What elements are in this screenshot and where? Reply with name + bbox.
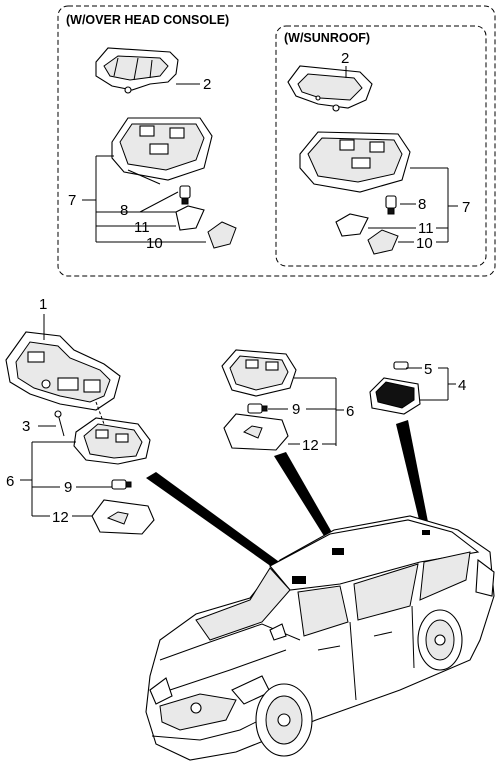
callout-10-sunroof: 10 [416, 235, 433, 252]
roof-mount-bracket [5, 331, 121, 411]
lens-part-left [91, 499, 155, 535]
overhead-lamp-assembly [111, 117, 213, 185]
callout-6-middle: 6 [346, 403, 354, 420]
callout-12-left: 12 [52, 509, 69, 526]
callout-1: 1 [39, 296, 47, 313]
overhead-console-frame [57, 5, 496, 277]
bulb-part-left [111, 479, 132, 490]
trunk-lamp-part [369, 377, 421, 415]
pointer-band-middle [274, 452, 342, 552]
overhead-console-panel: (W/OVER HEAD CONSOLE) 2 [57, 5, 496, 277]
callout-4: 4 [458, 377, 466, 394]
overhead-bulb-part [179, 185, 191, 205]
pointer-band-left [146, 472, 304, 584]
sunroof-bracket-part [287, 65, 373, 112]
map-lamp-left [73, 401, 151, 465]
callout-9-middle: 9 [292, 401, 300, 418]
callout-11-sunroof: 11 [418, 220, 434, 237]
callout-7-overhead: 7 [68, 192, 76, 209]
callout-9-left: 9 [64, 479, 72, 496]
sunroof-frame [275, 25, 487, 267]
callout-2-overhead: 2 [203, 76, 211, 93]
callout-12-middle: 12 [302, 437, 319, 454]
sunroof-lens-part [335, 213, 369, 237]
sunroof-panel: (W/SUNROOF) 2 8 7 11 [275, 25, 487, 267]
overhead-cover-part [207, 221, 237, 249]
sunroof-lamp-assembly [299, 131, 411, 193]
callout-10-overhead: 10 [146, 235, 163, 252]
sunroof-bulb-part [385, 195, 397, 215]
callout-7-sunroof: 7 [462, 199, 470, 216]
callout-2-sunroof: 2 [341, 50, 349, 67]
console-bracket-part [95, 47, 179, 94]
overhead-lens-part [175, 205, 205, 231]
trunk-bulb-part [393, 361, 409, 370]
sunroof-cover-part [367, 229, 399, 255]
callout-8-overhead: 8 [120, 202, 128, 219]
callout-5: 5 [424, 361, 432, 378]
overhead-console-title: (W/OVER HEAD CONSOLE) [66, 13, 229, 27]
sunroof-title: (W/SUNROOF) [284, 31, 370, 45]
pointer-band-right [396, 420, 430, 532]
screw-part [54, 410, 65, 437]
callout-3: 3 [22, 418, 30, 435]
lens-part-middle [223, 413, 289, 451]
bulb-part-middle [247, 403, 268, 414]
callout-11-overhead: 11 [134, 219, 150, 236]
callout-6-left: 6 [6, 473, 14, 490]
room-lamp-middle [221, 349, 297, 397]
car-illustration [145, 515, 495, 761]
callout-8-sunroof: 8 [418, 196, 426, 213]
